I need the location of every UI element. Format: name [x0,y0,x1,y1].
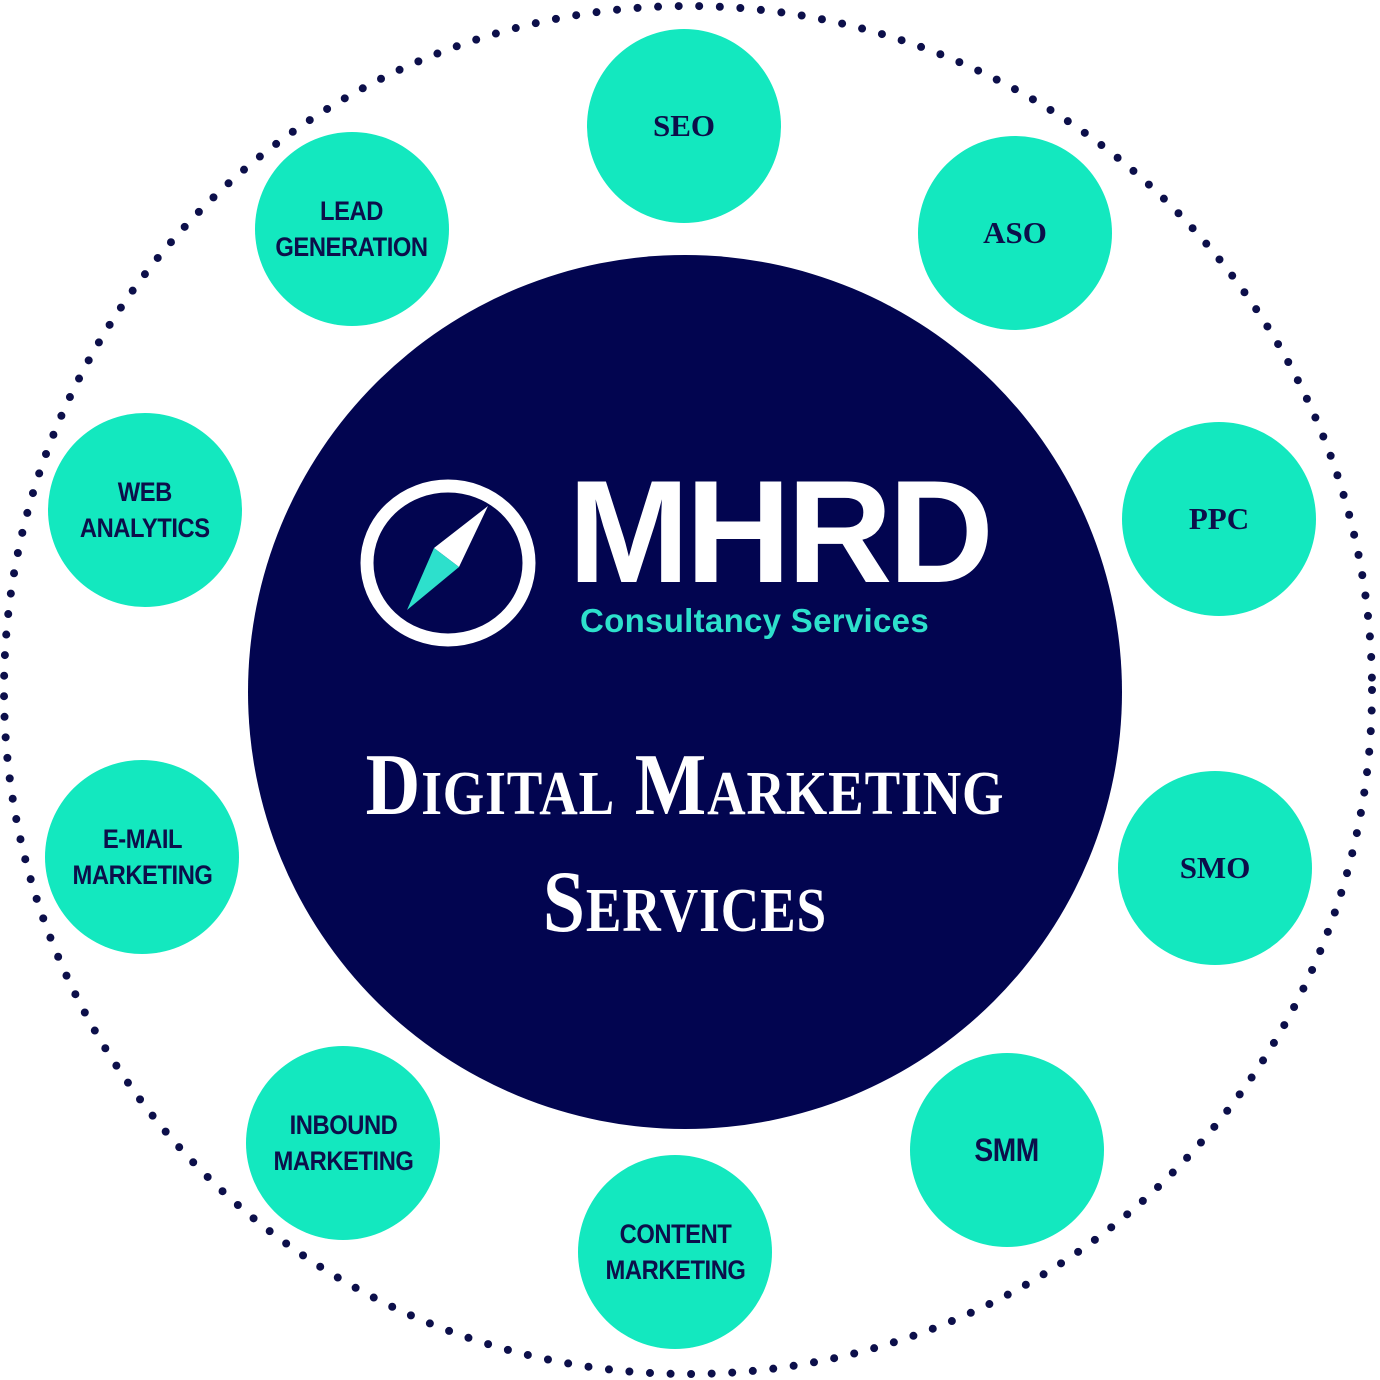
service-bubble-smo[interactable]: SMO [1118,771,1312,965]
service-bubble-email-marketing[interactable]: E-MAIL MARKETING [45,760,239,954]
service-bubble-seo[interactable]: SEO [587,29,781,223]
center-circle [248,255,1122,1129]
service-label: PPC [1188,501,1250,536]
service-bubble-inbound-marketing[interactable]: INBOUND MARKETING [246,1046,440,1240]
compass-icon [360,479,536,647]
service-bubble-lead-generation[interactable]: LEAD GENERATION [255,132,449,326]
service-label: CONTENT MARKETING [605,1219,745,1285]
service-label: LEAD GENERATION [275,196,429,262]
brand-name: MHRD [568,450,994,613]
service-label: ASO [983,215,1047,250]
headline-line-2: Services [542,854,828,951]
headline-line-1: Digital Marketing [365,737,1005,834]
service-label: INBOUND MARKETING [273,1110,413,1176]
service-bubble-content-marketing[interactable]: CONTENT MARKETING [578,1155,772,1349]
service-label: SMM [974,1132,1040,1168]
service-label: WEB ANALYTICS [80,477,210,543]
brand-subtitle: Consultancy Services [580,602,929,639]
service-label: E-MAIL MARKETING [72,824,212,890]
service-bubble-ppc[interactable]: PPC [1122,422,1316,616]
service-label: SMO [1179,850,1251,885]
service-label: SEO [652,108,716,143]
service-bubble-smm[interactable]: SMM [910,1053,1104,1247]
service-bubble-aso[interactable]: ASO [918,136,1112,330]
service-bubble-web-analytics[interactable]: WEB ANALYTICS [48,413,242,607]
